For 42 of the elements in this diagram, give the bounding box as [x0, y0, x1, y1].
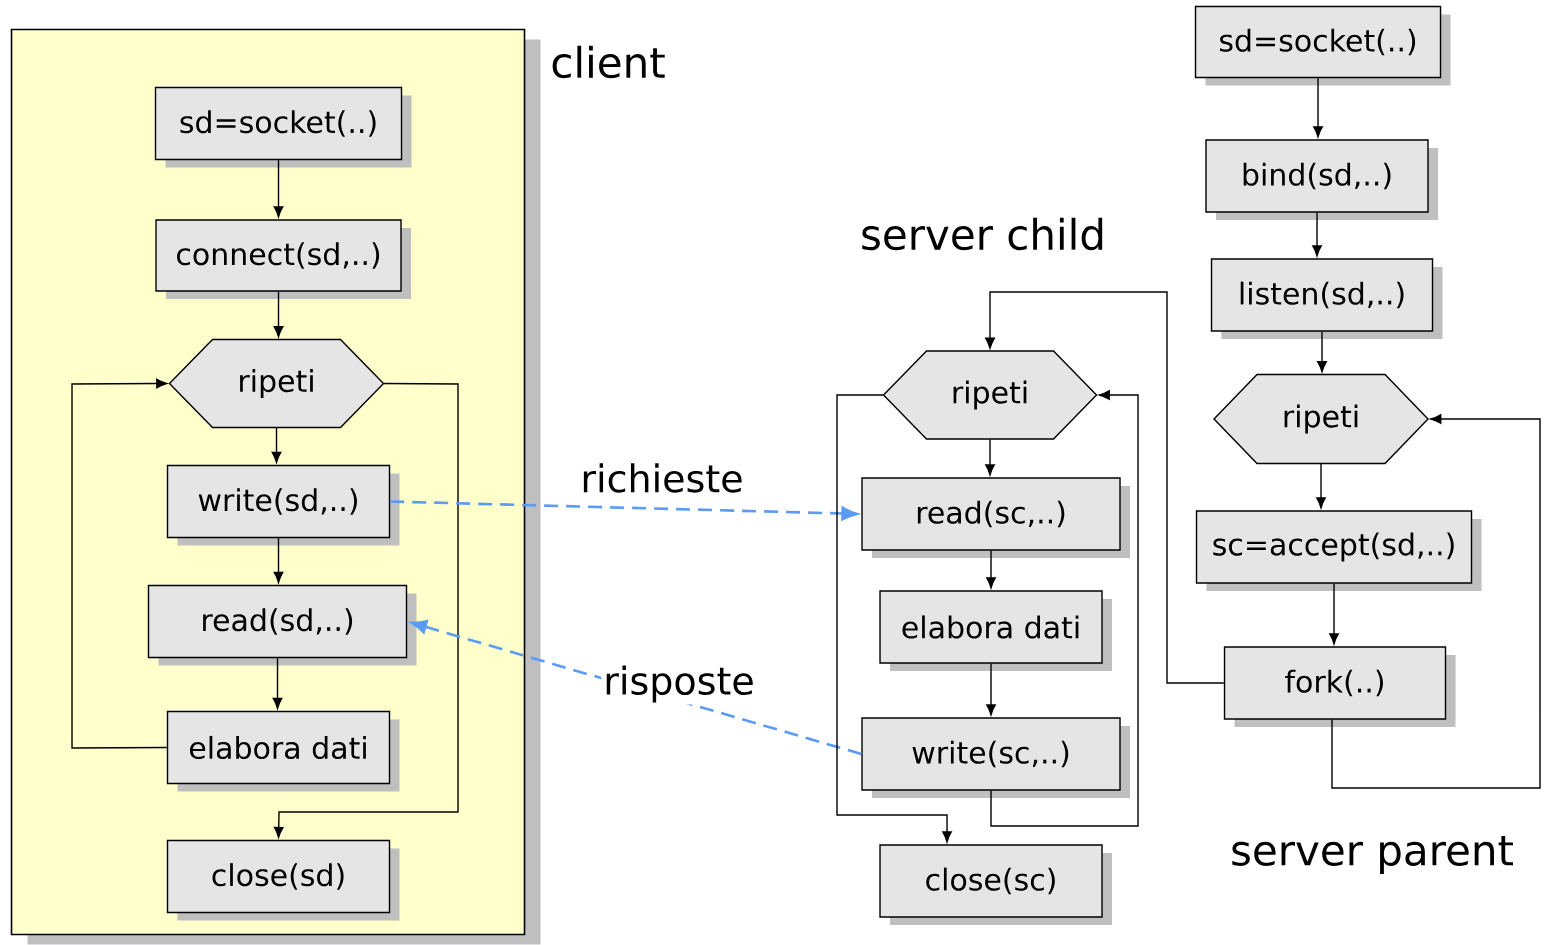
arrow [71, 378, 168, 749]
arrow [985, 291, 1225, 684]
process-box: close(sd) [166, 839, 400, 921]
arrow [273, 291, 284, 338]
loop-hexagon: ripeti [882, 350, 1098, 440]
node-label: client [552, 45, 665, 79]
heading-label: server child [862, 217, 1103, 251]
arrow [390, 500, 858, 521]
process-box: sc=accept(sd,..) [1195, 510, 1482, 591]
arrow [1312, 212, 1322, 257]
arrow [272, 657, 283, 709]
process-box: bind(sd,..) [1205, 139, 1438, 220]
process-box: read(sc,..) [861, 477, 1130, 558]
arrow [985, 438, 995, 476]
edge-label: richieste [578, 461, 746, 495]
arrow [271, 427, 282, 463]
process-box: connect(sd,..) [155, 219, 411, 299]
process-box: close(sc) [879, 844, 1112, 925]
arrow [836, 394, 952, 843]
process-box: read(sd,..) [147, 584, 417, 666]
arrow [990, 390, 1139, 827]
arrow [273, 537, 284, 583]
process-box: listen(sd,..) [1210, 258, 1443, 339]
process-box: write(sc,..) [861, 717, 1130, 798]
loop-hexagon: ripeti [1213, 373, 1429, 465]
loop-hexagon: ripeti [168, 338, 385, 429]
arrow [1329, 583, 1339, 645]
arrow [1316, 463, 1326, 509]
process-box: write(sd,..) [166, 464, 400, 546]
process-box: sd=socket(..) [1194, 5, 1451, 86]
process-box: fork(..) [1223, 646, 1456, 727]
process-box: elabora dati [879, 590, 1112, 671]
heading-label: server parent [1232, 835, 1513, 875]
arrow [273, 382, 459, 838]
process-box: elabora dati [166, 710, 400, 792]
arrow [273, 159, 284, 218]
arrow [1313, 77, 1323, 138]
arrow [1331, 414, 1541, 789]
process-box: sd=socket(..) [154, 86, 412, 168]
arrow [986, 663, 996, 716]
arrow [1317, 331, 1327, 373]
arrow [986, 550, 996, 589]
